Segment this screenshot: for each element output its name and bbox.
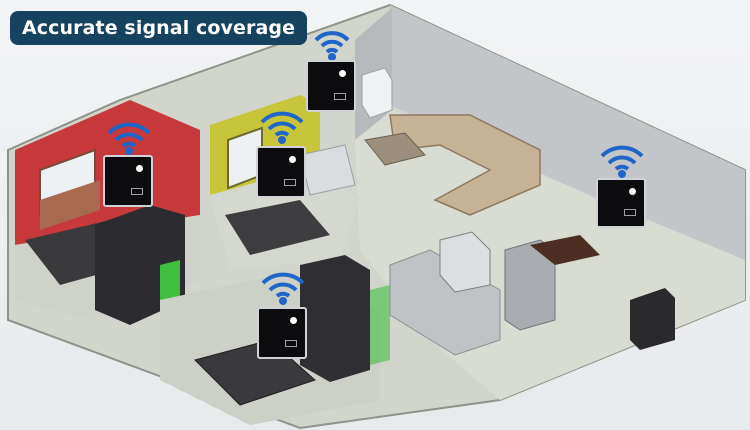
coffee-table bbox=[364, 132, 426, 166]
device-top-hall bbox=[306, 20, 358, 115]
wifi-icon bbox=[600, 145, 644, 178]
panel-port-icon bbox=[285, 340, 297, 347]
panel-led-icon bbox=[629, 188, 636, 195]
washing-machine bbox=[439, 231, 491, 293]
wall-fridge-white bbox=[361, 67, 393, 119]
front-room-green-partition bbox=[370, 285, 390, 365]
device-living-room bbox=[596, 138, 648, 230]
panel-led-icon bbox=[290, 317, 297, 324]
device-yellow-bedroom bbox=[256, 104, 308, 199]
panel-led-icon bbox=[339, 70, 346, 77]
wall-panel bbox=[103, 155, 153, 207]
wall-panel bbox=[596, 178, 646, 228]
title-badge: Accurate signal coverage bbox=[10, 11, 308, 45]
wifi-icon bbox=[260, 111, 304, 144]
wifi-icon bbox=[314, 31, 350, 61]
panel-led-icon bbox=[136, 165, 143, 172]
yellow-room-desk bbox=[299, 144, 356, 196]
wifi-icon bbox=[107, 122, 151, 155]
wall-panel bbox=[257, 307, 307, 359]
yellow-room-bed bbox=[225, 200, 330, 255]
panel-port-icon bbox=[624, 209, 636, 216]
red-room-curtain bbox=[40, 180, 100, 230]
panel-port-icon bbox=[334, 93, 346, 100]
dining-table bbox=[530, 235, 600, 265]
wall-panel bbox=[306, 60, 356, 112]
panel-port-icon bbox=[284, 179, 296, 186]
page-title: Accurate signal coverage bbox=[22, 17, 296, 39]
wall-panel bbox=[256, 146, 306, 198]
panel-port-icon bbox=[131, 188, 143, 195]
cabinet bbox=[630, 288, 675, 350]
front-room-wardrobe bbox=[300, 255, 370, 382]
wifi-icon bbox=[261, 272, 305, 305]
device-red-bedroom bbox=[103, 115, 155, 210]
device-front-bedroom bbox=[257, 265, 309, 360]
fridge bbox=[504, 239, 556, 331]
panel-led-icon bbox=[289, 156, 296, 163]
living-back-wall bbox=[390, 5, 745, 260]
